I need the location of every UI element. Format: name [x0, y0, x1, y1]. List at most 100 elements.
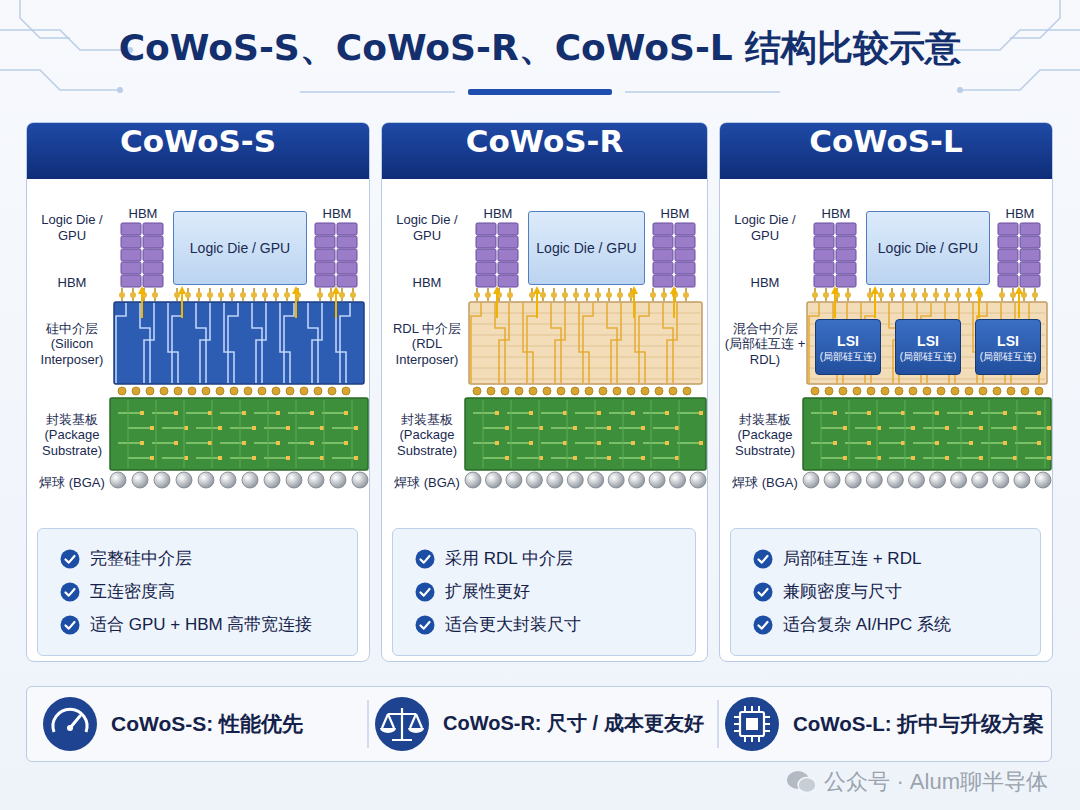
substrate-trace [186, 442, 208, 444]
check-icon [415, 549, 435, 569]
rdl-layer [471, 323, 700, 324]
c4-bump [571, 387, 579, 395]
check-icon [753, 549, 773, 569]
hbm-stack: HBM [315, 205, 359, 291]
substrate-trace [220, 442, 242, 444]
hbm-layer [653, 262, 673, 274]
hbm-layer [653, 275, 673, 287]
hbm-layer [675, 236, 695, 248]
substrate-via [945, 456, 949, 460]
substrate-trace [876, 400, 877, 468]
substrate-via [218, 456, 222, 460]
signal-arrow [141, 292, 143, 318]
micro-bump [845, 292, 851, 298]
substrate-trace [821, 457, 843, 459]
divider [367, 700, 369, 748]
bga-ball [567, 472, 583, 488]
check-icon [60, 615, 80, 635]
substrate-via [641, 456, 645, 460]
c4-bump [146, 387, 154, 395]
substrate-via [901, 411, 905, 415]
substrate-via [529, 411, 533, 415]
substrate-trace [507, 412, 529, 414]
layer-label: 焊球 (BGA) [386, 475, 468, 491]
feature-text: 兼顾密度与尺寸 [783, 580, 1032, 603]
micro-bump [573, 292, 579, 298]
title-accent-bar [468, 89, 612, 95]
chip-pins [734, 706, 770, 742]
c4-bump [923, 387, 931, 395]
logic-die: Logic Die / GPU [528, 211, 645, 285]
substrate-via [675, 426, 679, 430]
substrate-via [208, 441, 212, 445]
package-substrate [803, 398, 1051, 470]
feature-row: 适合更大封装尺寸 [415, 608, 687, 641]
substrate-trace [575, 442, 597, 444]
bga-ball [690, 472, 706, 488]
micro-bump [966, 292, 972, 298]
circuit-line [0, 70, 120, 90]
c4-bump [244, 387, 252, 395]
substrate-via [699, 411, 703, 415]
scale-frame [382, 708, 422, 740]
micro-bump [606, 292, 612, 298]
substrate-trace [551, 457, 573, 459]
lsi-label: LSI [997, 332, 1019, 350]
micro-bump [922, 292, 928, 298]
c4-bump [230, 387, 238, 395]
c4-bump [286, 387, 294, 395]
substrate-via [833, 411, 837, 415]
interposer [469, 302, 702, 384]
layer-label: HBM [31, 275, 113, 291]
substrate-via [607, 426, 611, 430]
signal-arrow [181, 292, 183, 318]
signal-arrow [536, 292, 538, 318]
micro-bump [474, 292, 480, 298]
substrate-trace [152, 442, 174, 444]
substrate-trace [510, 400, 511, 468]
substrate-trace [653, 457, 675, 459]
lsi-sublabel: (局部硅互连) [976, 350, 1040, 363]
bga-ball [264, 472, 280, 488]
hbm-stack: HBM [653, 205, 697, 291]
hbm-layer [337, 249, 357, 261]
layer-label: Logic Die / GPU [724, 212, 806, 243]
bga-ball [628, 472, 644, 488]
c4-bump [473, 387, 481, 395]
hbm-stack: HBM [476, 205, 520, 291]
circuit-line [1010, 0, 1060, 38]
hbm-layer [675, 249, 695, 261]
substrate-via [911, 426, 915, 430]
substrate-trace [517, 457, 539, 459]
substrate-trace [230, 457, 252, 459]
substrate-via [184, 426, 188, 430]
substrate-via [665, 411, 669, 415]
substrate-via [276, 441, 280, 445]
substrate-via [877, 426, 881, 430]
feature-row: 采用 RDL 中介层 [415, 542, 687, 575]
substrate-via [495, 441, 499, 445]
micro-bump [1010, 292, 1016, 298]
substrate-via [607, 456, 611, 460]
c4-bump [613, 387, 621, 395]
micro-bump [551, 292, 557, 298]
substrate-via [979, 426, 983, 430]
substrate-via [174, 411, 178, 415]
c4-bump [979, 387, 987, 395]
feature-text: 采用 RDL 中介层 [445, 547, 687, 570]
bga-ball [1013, 472, 1029, 488]
hbm-layer [675, 262, 695, 274]
watermark: 公众号 · Alum聊半导体 [824, 768, 1048, 796]
substrate-trace [1025, 457, 1047, 459]
bga-ball [546, 472, 562, 488]
hbm-layer [1020, 262, 1040, 274]
c4-bump [965, 387, 973, 395]
substrate-trace [1015, 442, 1037, 444]
check-icon [753, 615, 773, 635]
substrate-via [1037, 411, 1041, 415]
interposer-trace [172, 303, 182, 383]
die-label: Logic Die / GPU [878, 240, 978, 257]
substrate-via [276, 411, 280, 415]
interposer-trace [144, 303, 154, 383]
micro-bump [955, 292, 961, 298]
